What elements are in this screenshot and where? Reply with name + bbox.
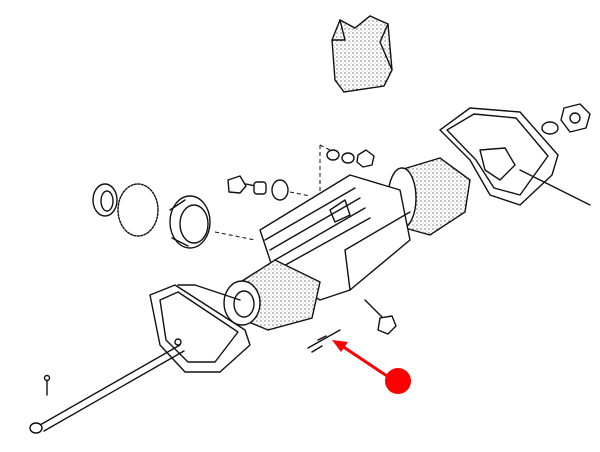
bolt-bushing-part [227, 175, 311, 201]
small-clip-part [307, 329, 341, 353]
bolt-part [364, 299, 397, 335]
top-cover-part [331, 15, 393, 93]
washer-set-part [319, 144, 375, 200]
right-lamp-housing-part [439, 107, 591, 206]
main-housing-part [223, 157, 471, 331]
red-dot-arrow-icon [332, 340, 411, 394]
nut-part [541, 103, 591, 135]
mounting-rod-part [29, 344, 185, 434]
retaining-rings-part [92, 183, 256, 249]
left-lens-part [149, 284, 251, 373]
